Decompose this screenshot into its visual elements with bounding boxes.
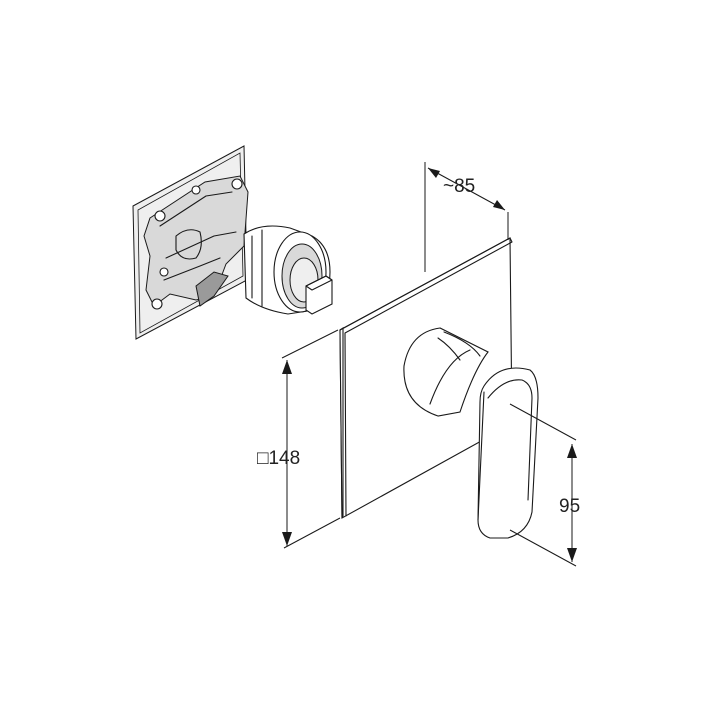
screw-icon <box>191 185 201 195</box>
dimension-handle: 95 <box>509 403 580 567</box>
screw-icon <box>154 210 166 222</box>
depth-dimension-label: ~85 <box>443 176 475 197</box>
concealed-valve-body <box>132 145 333 340</box>
plate-dimension-label: □148 <box>257 448 300 469</box>
screw-icon <box>231 178 243 190</box>
screw-icon <box>151 298 163 310</box>
cover-plate-edge <box>339 326 344 519</box>
screw-icon <box>159 267 169 277</box>
handle-lever <box>477 367 539 539</box>
handle-dimension-label: 95 <box>559 496 580 517</box>
dimension-plate: □148 <box>257 329 341 549</box>
mixer-handle <box>403 327 539 539</box>
dimension-depth: ~85 <box>424 162 509 272</box>
